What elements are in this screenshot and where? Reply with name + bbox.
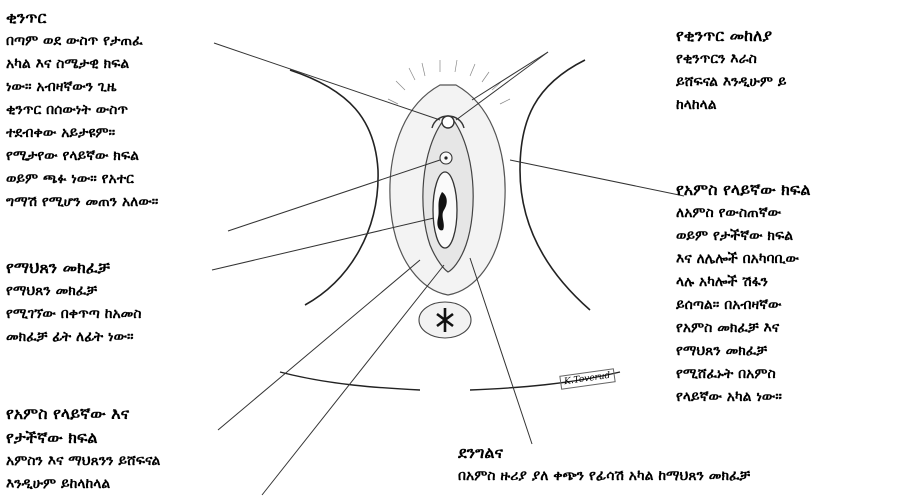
labia-both-line: የታችኛው ክፍል — [6, 426, 160, 450]
left-thigh-outline — [290, 70, 378, 305]
labia-upper-line: ይሰጣል። በአብዛኛው — [676, 294, 811, 317]
clitoris-line: አካል እና ስሜታዊ ክፍል — [6, 53, 158, 76]
labia-upper-line: የአምስ መክፈቻ እና — [676, 317, 811, 340]
labia-upper-line: ላሉ አካሎች ሽፋን — [676, 271, 811, 294]
buttock-line-left — [280, 372, 420, 390]
clitoris-title: ቂንጥር — [6, 6, 158, 30]
clitoris-line: ቂንጥር በሰውነት ውስጥ — [6, 99, 158, 122]
clitoris-line: ነው። አብዛኛውን ጊዜ — [6, 76, 158, 99]
labia-upper-line: ወይም የታችኛው ክፍል — [676, 225, 811, 248]
labia-upper-line: ለአምስ የውስጠኛው — [676, 202, 811, 225]
clitoris-glans — [442, 116, 454, 128]
clitoris-line: የሚታየው የላይኛው ክፍል — [6, 145, 158, 168]
vaginal-opening-line: መክፈቻ ፊት ለፊት ነው። — [6, 326, 142, 349]
label-clitoris: ቂንጥር በጣም ወደ ውስጥ የታጠፈ አካል እና ስሜታዊ ክፍል ነው።… — [6, 6, 158, 214]
label-labia-both: የአምስ የላይኛው እና የታችኛው ክፍል አምስን እና ማህጸንን ይሸ… — [6, 402, 160, 496]
labia-both-line: እንዲሁም ይከላከላል — [6, 473, 160, 496]
clitoral-hood-line: ከላከላል — [676, 94, 786, 117]
perineum-title: ደንግልና — [458, 441, 750, 465]
clitoral-hood-line: ይሸፍናል እንዲሁም ይ — [676, 71, 786, 94]
vaginal-opening-title: የማህጸን መክፈቻ — [6, 256, 142, 280]
clitoral-hood-line: የቂንጥርን እራስ — [676, 48, 786, 71]
labia-upper-title: የአምስ የላይኛው ክፍል — [676, 178, 811, 202]
label-perineum: ደንግልና በአምስ ዙሪያ ያለ ቀጭን የፊሳሽ አካል ከማህጸን መክፈ… — [458, 441, 750, 488]
clitoral-hood-title: የቂንጥር መከለያ — [676, 24, 786, 48]
clitoris-line: በጣም ወደ ውስጥ የታጠፈ — [6, 30, 158, 53]
vaginal-opening-line: የማህጸን መክፈቻ — [6, 280, 142, 303]
clitoris-line: ወይም ጫፉ ነው። የአተር — [6, 168, 158, 191]
label-labia-upper: የአምስ የላይኛው ክፍል ለአምስ የውስጠኛው ወይም የታችኛው ክፍል… — [676, 178, 811, 409]
perineum-line: በአምስ ዙሪያ ያለ ቀጭን የፊሳሽ አካል ከማህጸን መክፈቻ — [458, 465, 750, 488]
labia-upper-line: የማህጸን መክፈቻ — [676, 340, 811, 363]
label-vaginal-opening: የማህጸን መክፈቻ የማህጸን መክፈቻ የሚገኘው በቀጥጣ ከአመስ መክ… — [6, 256, 142, 349]
labia-both-title: የአምስ የላይኛው እና — [6, 402, 160, 426]
right-thigh-outline — [520, 60, 590, 310]
labia-upper-line: የላይኛው አካል ነው። — [676, 386, 811, 409]
vaginal-opening — [433, 172, 457, 248]
clitoris-line: ተደብቀው አይታዩም። — [6, 122, 158, 145]
labia-both-line: አምስን እና ማህጸንን ይሸፍናል — [6, 450, 160, 473]
labia-upper-line: እና ለሌሎች በአካባቢው — [676, 248, 811, 271]
labia-upper-line: የሚሸፈኑት በአምስ — [676, 363, 811, 386]
label-clitoral-hood: የቂንጥር መከለያ የቂንጥርን እራስ ይሸፍናል እንዲሁም ይ ከላከላ… — [676, 24, 786, 117]
vaginal-opening-line: የሚገኘው በቀጥጣ ከአመስ — [6, 303, 142, 326]
clitoris-line: ግማሽ የሚሆን መጠን አለው። — [6, 191, 158, 214]
